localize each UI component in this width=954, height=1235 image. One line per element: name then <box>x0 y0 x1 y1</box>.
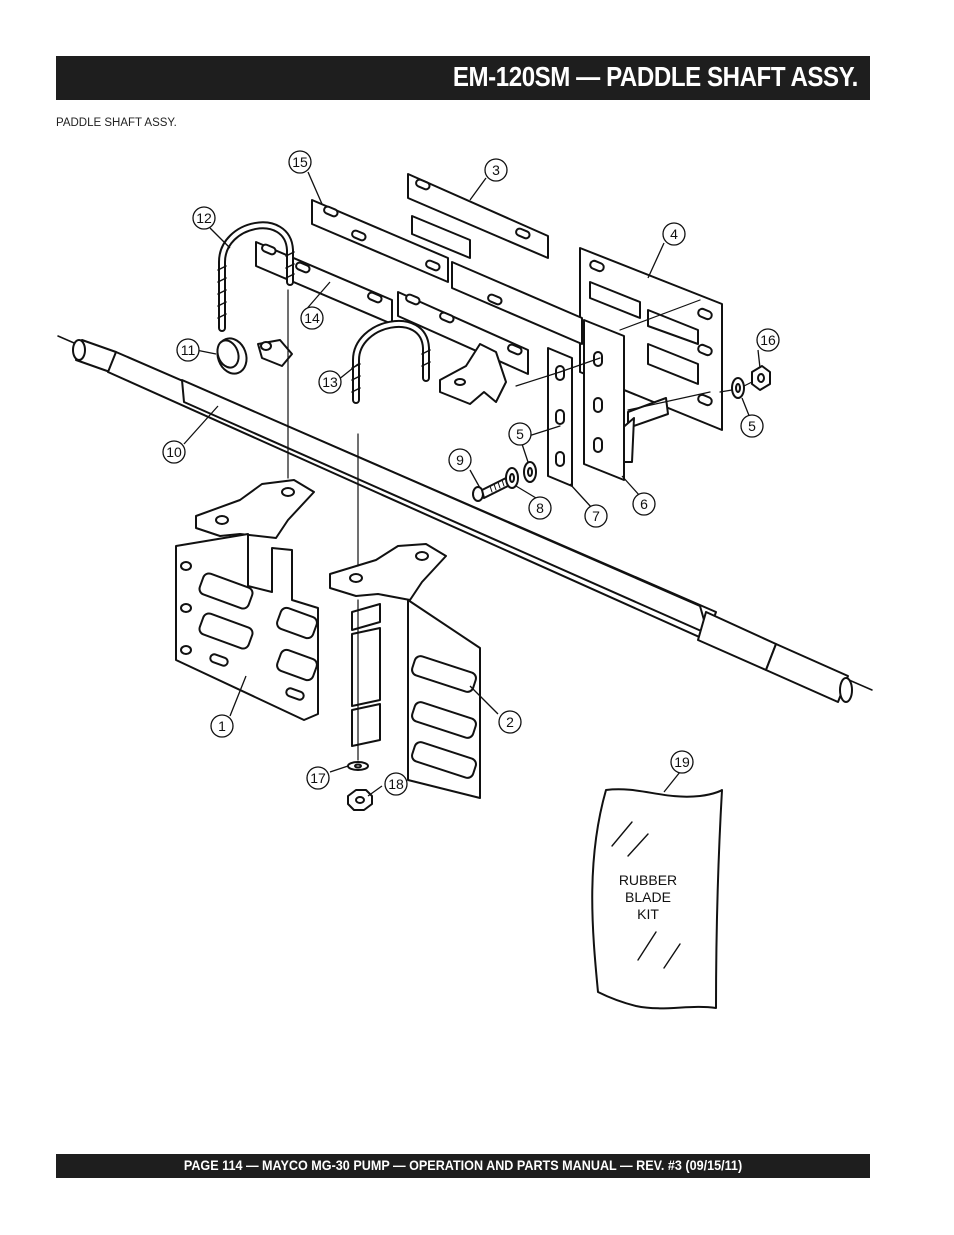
svg-text:3: 3 <box>492 162 500 178</box>
plate-7 <box>547 347 573 487</box>
lower-clamp-right <box>329 543 447 601</box>
kit-label-line2: BLADE <box>625 889 671 905</box>
callout-5-right: 5 <box>740 414 764 438</box>
assembly-lines <box>287 289 753 761</box>
nut-16 <box>751 365 771 391</box>
callout-19: 19 <box>670 750 694 774</box>
svg-text:19: 19 <box>674 754 690 770</box>
callout-5-mid: 5 <box>508 422 532 446</box>
u-bolt-13 <box>351 320 431 404</box>
svg-text:1: 1 <box>218 718 226 734</box>
svg-text:14: 14 <box>304 310 320 326</box>
plate-14 <box>255 241 393 325</box>
svg-text:2: 2 <box>506 714 514 730</box>
callout-9: 9 <box>448 448 472 472</box>
callout-3: 3 <box>484 158 508 182</box>
footer-text: PAGE 114 — MAYCO MG-30 PUMP — OPERATION … <box>183 1157 743 1173</box>
washer-17 <box>347 761 369 771</box>
callout-4: 4 <box>662 222 686 246</box>
callout-10: 10 <box>162 440 186 464</box>
nut-18 <box>347 789 373 811</box>
svg-text:9: 9 <box>456 452 464 468</box>
svg-text:7: 7 <box>592 508 600 524</box>
svg-text:4: 4 <box>670 226 678 242</box>
callout-17: 17 <box>306 766 330 790</box>
callout-15: 15 <box>288 150 312 174</box>
svg-text:11: 11 <box>181 342 196 358</box>
washer-5 <box>523 461 537 483</box>
svg-text:10: 10 <box>166 444 182 460</box>
diagram-subtitle: PADDLE SHAFT ASSY. <box>56 117 177 129</box>
rubber-blade-kit-bag <box>591 788 723 1010</box>
kit-label-line3: KIT <box>637 906 659 922</box>
svg-text:13: 13 <box>322 374 338 390</box>
callout-7: 7 <box>584 504 608 528</box>
callout-13: 13 <box>318 370 342 394</box>
callout-1: 1 <box>210 714 234 738</box>
blade-2 <box>351 599 481 799</box>
svg-text:17: 17 <box>310 770 326 786</box>
callout-16: 16 <box>756 328 780 352</box>
callout-8: 8 <box>528 496 552 520</box>
callouts: 15 3 4 12 14 11 13 10 16 5 5 9 8 7 6 1 2… <box>162 150 780 796</box>
callout-11: 11 <box>176 338 200 362</box>
svg-text:6: 6 <box>640 496 648 512</box>
svg-text:16: 16 <box>760 332 776 348</box>
kit-label-line1: RUBBER <box>619 872 677 888</box>
svg-text:12: 12 <box>196 210 212 226</box>
washer-8 <box>505 467 519 489</box>
svg-text:5: 5 <box>748 418 756 434</box>
bolt-9 <box>472 477 509 502</box>
svg-text:8: 8 <box>536 500 544 516</box>
plate-6 <box>583 319 625 481</box>
footer-bar: PAGE 114 — MAYCO MG-30 PUMP — OPERATION … <box>56 1154 870 1178</box>
callout-14: 14 <box>300 306 324 330</box>
page-title: EM-120SM — PADDLE SHAFT ASSY. <box>453 61 858 92</box>
callout-12: 12 <box>192 206 216 230</box>
svg-text:15: 15 <box>292 154 308 170</box>
caps-11 <box>216 337 293 375</box>
lower-clamp-left <box>195 479 315 539</box>
blade-1 <box>175 533 319 721</box>
svg-text:5: 5 <box>516 426 524 442</box>
callout-6: 6 <box>632 492 656 516</box>
plate-15 <box>311 199 449 283</box>
callout-2: 2 <box>498 710 522 734</box>
washer-5b <box>731 377 745 399</box>
svg-text:18: 18 <box>388 776 404 792</box>
plate-3 <box>407 173 549 259</box>
title-bar: EM-120SM — PADDLE SHAFT ASSY. <box>56 56 870 100</box>
paddle-shaft <box>57 335 873 703</box>
callout-18: 18 <box>384 772 408 796</box>
u-bolt-12 <box>217 221 295 332</box>
